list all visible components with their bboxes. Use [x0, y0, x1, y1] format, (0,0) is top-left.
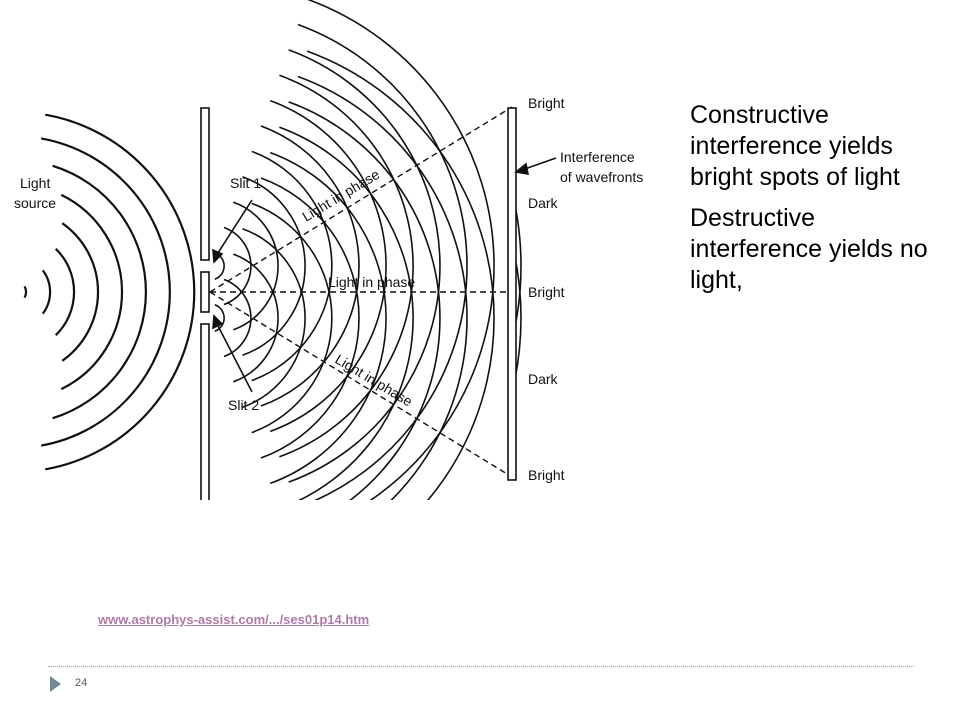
slit2-wavefront-10 — [306, 50, 495, 500]
slit1-wavefront-1 — [223, 226, 252, 306]
slit2-wavefront-8 — [288, 101, 441, 500]
slit1-wavefront-3 — [242, 175, 306, 357]
source-link[interactable]: www.astrophys-assist.com/.../ses01p14.ht… — [98, 612, 370, 627]
source-wavefront-6 — [40, 137, 171, 447]
viewing-screen — [507, 107, 517, 481]
source-wavefront-0 — [23, 285, 28, 299]
slit1-wavefront-7 — [279, 74, 414, 458]
slit2-wavefront-3 — [242, 227, 306, 409]
band-label-dark-1: Dark — [528, 195, 559, 211]
source-wavefront-7 — [45, 113, 196, 471]
slit2-wavefront-0 — [214, 304, 225, 332]
slit2-wavefront-5 — [260, 177, 360, 459]
slit1-wavefront-10 — [307, 0, 495, 500]
source-wavefront-1 — [41, 269, 52, 315]
bullet-destructive: Destructive interference yields no light… — [690, 204, 928, 294]
slit2-wavefront-7 — [279, 126, 414, 500]
slit2-wavefront-6 — [269, 151, 387, 485]
slit-barrier — [200, 107, 210, 500]
band-label-bright-2: Bright — [528, 284, 565, 300]
bullet-constructive: Constructive interference yields bright … — [690, 101, 900, 191]
footer-divider — [48, 666, 914, 667]
slit1-wavefront-8 — [288, 49, 441, 483]
source-wavefront-3 — [61, 222, 100, 362]
footer-arrow-icon — [50, 676, 61, 692]
page-number: 24 — [75, 677, 88, 689]
phase-lines — [209, 106, 513, 478]
light-source-label-line1: Light — [20, 175, 50, 191]
source-wavefront-2 — [54, 248, 76, 336]
slit2-wavefront-1 — [223, 278, 252, 358]
explanation-text: Constructive interference yields bright … — [690, 100, 950, 306]
slit1-wavefront-6 — [269, 99, 387, 433]
slit1-wavefront-4 — [251, 150, 333, 382]
interference-label-line2: of wavefronts — [560, 169, 643, 185]
slit2-wavefront-9 — [297, 75, 468, 500]
source-wavefronts — [23, 113, 196, 471]
band-label-bright-3: Bright — [528, 467, 565, 483]
slit1-wavefront-9 — [297, 23, 468, 500]
slit2-label: Slit 2 — [228, 397, 259, 413]
double-slit-diagram: Light source Slit 1 Slit 2 Light in phas… — [14, 0, 643, 500]
band-label-bright-1: Bright — [528, 95, 565, 111]
slit2-wavefront-4 — [251, 202, 333, 434]
slit-pointer-arrows — [212, 157, 557, 393]
source-wavefront-5 — [52, 164, 148, 420]
slit1-label: Slit 1 — [230, 175, 261, 191]
slit1-wavefront-5 — [260, 125, 360, 407]
light-in-phase-mid-label: Light in phase — [328, 274, 415, 290]
source-wavefront-4 — [60, 193, 124, 391]
interference-label-line1: Interference — [560, 149, 635, 165]
light-source-label-line2: source — [14, 195, 56, 211]
slit-wavefronts — [214, 0, 522, 500]
band-label-dark-2: Dark — [528, 371, 559, 387]
